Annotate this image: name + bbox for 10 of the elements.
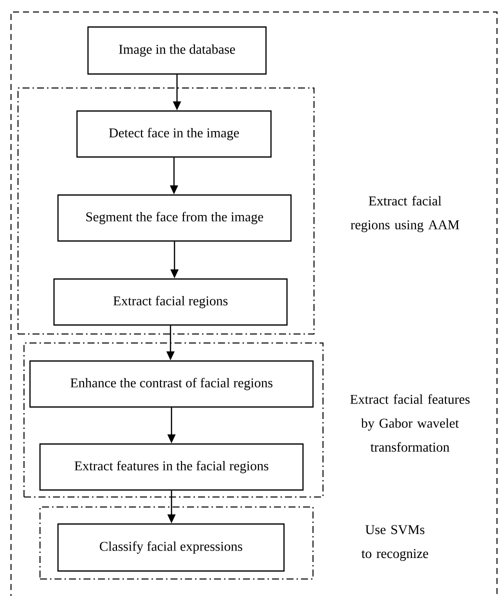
process-box: Extract features in the facial regions xyxy=(39,443,304,491)
group-label: Extract facial regions using AAM xyxy=(350,196,460,232)
process-box: Image in the database xyxy=(87,26,267,75)
process-box: Extract facial regions xyxy=(53,278,288,326)
process-box: Classify facial expressions xyxy=(57,523,285,572)
process-box: Enhance the contrast of facial regions xyxy=(29,360,314,408)
process-box: Segment the face from the image xyxy=(57,194,292,242)
process-box: Detect face in the image xyxy=(76,110,272,158)
group-label: Use SVMs to recognize xyxy=(362,525,428,561)
group-label: Extract facial features by Gabor wavelet transformation xyxy=(350,394,470,452)
